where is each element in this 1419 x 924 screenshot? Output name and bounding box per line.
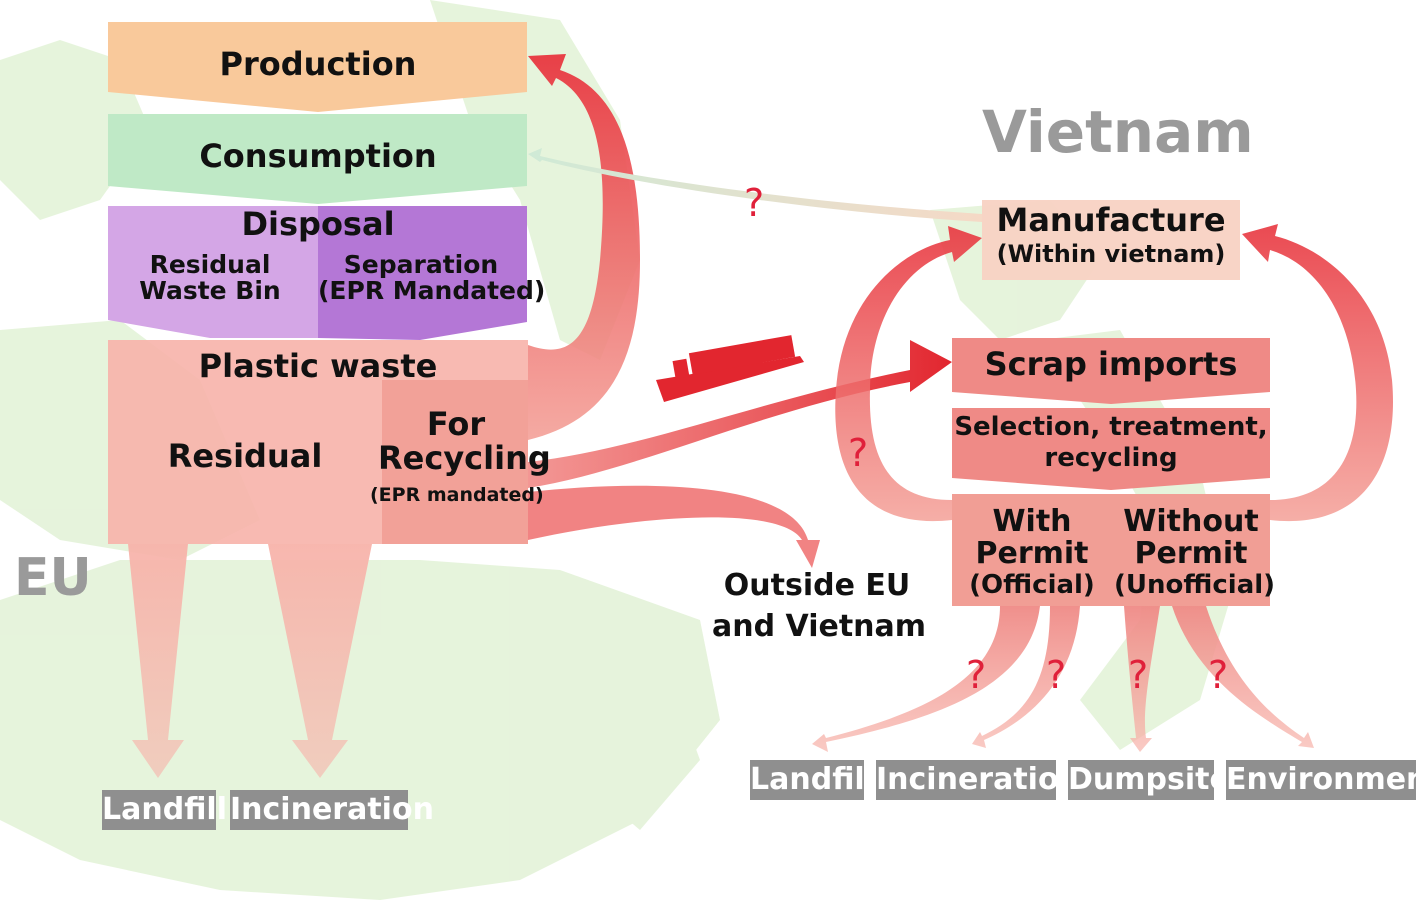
unknown-marker: ? — [848, 431, 869, 475]
unknown-marker: ? — [744, 181, 765, 225]
vn-left-loop-arrow — [835, 226, 982, 522]
disposal-right-shape — [318, 206, 527, 340]
production-label: Production — [219, 45, 417, 83]
permit-shape — [952, 494, 1270, 606]
eu-landfill-box: Landfill — [102, 790, 227, 830]
for-recycling-label: For Recycling — [378, 405, 551, 477]
vn-to-landfill-flow — [812, 606, 1040, 752]
unknown-marker: ? — [1046, 653, 1067, 697]
region-vietnam-label: Vietnam — [982, 98, 1254, 166]
region-eu-label: EU — [14, 548, 92, 608]
vn-dumpsite-box: Dumpsite — [1068, 760, 1230, 800]
manufacture-label: Manufacture — [996, 201, 1226, 239]
with-permit-label: With Permit — [975, 504, 1089, 571]
unknown-marker: ? — [1128, 653, 1149, 697]
residual-to-landfill-arrow — [128, 544, 188, 778]
unknown-marker: ? — [966, 653, 987, 697]
scrap-imports-label: Scrap imports — [984, 345, 1238, 383]
export-outside-arrow — [528, 485, 820, 568]
residual-label: Residual — [167, 437, 323, 475]
vn-right-loop-arrow — [1242, 224, 1393, 522]
vn-to-environment-flow — [1172, 606, 1314, 748]
manufacture-sub-label: (Within vietnam) — [996, 240, 1226, 268]
vn-to-dumpsite-flow — [1124, 606, 1160, 752]
vn-environment-box: Environment — [1226, 760, 1419, 800]
unknown-marker: ? — [1208, 653, 1229, 697]
selection-shape — [952, 408, 1270, 490]
manufacture-shape — [982, 200, 1240, 280]
disposal-left-shape — [108, 206, 318, 338]
separation-label: Separation (EPR Mandated) — [318, 250, 546, 306]
outside-eu-vietnam-label: Outside EU and Vietnam — [712, 568, 927, 644]
ship-icon — [656, 335, 804, 402]
scrap-imports-shape — [952, 338, 1270, 404]
vn-landfill-box: Landfill — [750, 760, 875, 800]
vn-to-incineration-flow — [972, 606, 1080, 748]
plastic-waste-label: Plastic waste — [198, 347, 438, 385]
eu-incineration-box: Incineration — [230, 790, 434, 830]
recycle-to-production-arrow — [528, 54, 640, 440]
export-to-vietnam-arrow — [528, 340, 952, 488]
consumption-shape — [108, 114, 527, 204]
with-permit-sub-label: (Official) — [969, 570, 1095, 600]
disposal-title: Disposal — [241, 205, 395, 243]
without-permit-sub-label: (Unofficial) — [1114, 570, 1276, 600]
production-shape — [108, 22, 527, 112]
for-recycling-shape — [382, 380, 528, 544]
manufacture-to-consumption-arrow — [528, 148, 982, 222]
residual-to-incineration-arrow — [268, 544, 372, 778]
residual-waste-bin-label: Residual Waste Bin — [139, 250, 281, 306]
consumption-label: Consumption — [199, 137, 437, 175]
without-permit-label: Without Permit — [1123, 504, 1259, 571]
vn-incineration-box: Incineration — [876, 760, 1080, 800]
selection-treatment-label: Selection, treatment, recycling — [954, 412, 1268, 474]
epr-mandated-note: (EPR mandated) — [370, 484, 544, 506]
